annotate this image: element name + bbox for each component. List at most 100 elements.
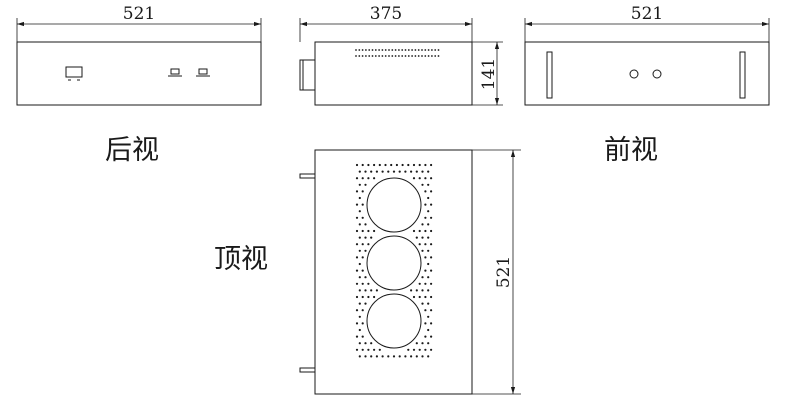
vent-hole (394, 55, 397, 57)
vent-hole (387, 170, 390, 173)
vent-hole (381, 355, 384, 358)
vent-hole (361, 55, 364, 57)
rear-connector-right (196, 68, 210, 77)
vent-hole (358, 236, 361, 239)
vent-hole (367, 177, 370, 180)
vent-hole (404, 49, 407, 51)
vent-hole (394, 49, 397, 51)
vent-hole (364, 183, 367, 186)
vent-hole (390, 163, 393, 167)
fan-opening-2 (366, 235, 422, 291)
vent-hole (361, 256, 364, 259)
vent-hole (367, 229, 370, 233)
vent-hole (407, 348, 410, 351)
vent-hole (355, 55, 357, 57)
vent-hole (361, 335, 364, 338)
vent-hole (430, 203, 433, 206)
vent-hole (378, 348, 381, 351)
vent-hole (378, 55, 380, 57)
vent-hole (407, 49, 410, 51)
top-view: 521 (299, 149, 521, 395)
vent-hole (355, 309, 359, 312)
front-view-label: 前视 (604, 135, 658, 166)
vent-hole (427, 249, 430, 252)
top-vent-holes (355, 163, 433, 358)
vent-hole (367, 243, 370, 246)
vent-hole (415, 289, 418, 292)
fan-opening-3 (366, 293, 422, 349)
side-panel (314, 41, 473, 106)
vent-hole (384, 49, 387, 51)
front-indicator-right (652, 69, 662, 79)
vent-hole (361, 243, 364, 246)
vent-hole (434, 49, 437, 51)
vent-hole (398, 49, 400, 51)
top-mount-tab-lower (299, 367, 316, 373)
front-view: 521 (524, 4, 770, 106)
vent-hole (370, 342, 373, 345)
vent-hole (364, 342, 367, 345)
vent-hole (373, 229, 376, 233)
vent-hole (414, 55, 417, 57)
vent-hole (421, 302, 424, 305)
vent-hole (424, 216, 427, 219)
vent-hole (367, 348, 370, 351)
vent-hole (358, 328, 361, 332)
vent-hole (388, 55, 390, 57)
vent-hole (388, 49, 390, 51)
rear-view: 521 (16, 4, 262, 106)
vent-hole (427, 223, 430, 226)
vent-hole (424, 243, 427, 246)
vent-hole (431, 49, 433, 51)
vent-hole (358, 249, 361, 252)
vent-hole (427, 355, 430, 358)
vent-hole (415, 236, 418, 239)
power-socket (65, 66, 83, 81)
vent-hole (373, 295, 376, 299)
vent-hole (421, 342, 424, 345)
rear-view-label: 后视 (105, 135, 159, 166)
vent-hole (358, 355, 361, 358)
vent-hole (437, 55, 440, 57)
vent-hole (358, 183, 361, 186)
vent-hole (421, 223, 424, 226)
vent-hole (427, 49, 430, 51)
vent-hole (421, 249, 424, 252)
vent-hole (355, 216, 359, 219)
vent-hole (427, 170, 430, 173)
side-vent-holes (355, 49, 440, 57)
vent-hole (358, 170, 361, 173)
vent-hole (430, 309, 433, 312)
vent-hole (371, 49, 374, 51)
vent-hole (424, 335, 427, 338)
vent-hole (427, 236, 430, 239)
vent-hole (404, 170, 407, 173)
vent-hole (418, 229, 421, 233)
vent-hole (358, 289, 361, 292)
vent-hole (404, 55, 407, 57)
vent-hole (355, 229, 359, 233)
vent-hole (355, 335, 359, 338)
vent-hole (364, 249, 367, 252)
vent-hole (398, 55, 400, 57)
vent-hole (418, 295, 421, 299)
side-depth-label: 375 (370, 4, 402, 24)
vent-hole (358, 210, 361, 213)
vent-hole (437, 49, 440, 51)
vent-hole (373, 163, 376, 167)
rear-socket-protrusion (299, 59, 316, 91)
vent-hole (404, 355, 407, 358)
vent-hole (412, 177, 416, 180)
vent-hole (368, 49, 371, 51)
vent-hole (417, 55, 420, 57)
vent-hole (358, 315, 361, 318)
vent-hole (358, 196, 361, 200)
vent-hole (430, 243, 433, 246)
top-view-label: 顶视 (214, 244, 268, 275)
vent-hole (370, 355, 373, 358)
vent-hole (430, 177, 433, 180)
vent-hole (410, 289, 413, 292)
vent-hole (421, 276, 424, 279)
vent-hole (355, 269, 359, 272)
vent-hole (415, 170, 418, 173)
